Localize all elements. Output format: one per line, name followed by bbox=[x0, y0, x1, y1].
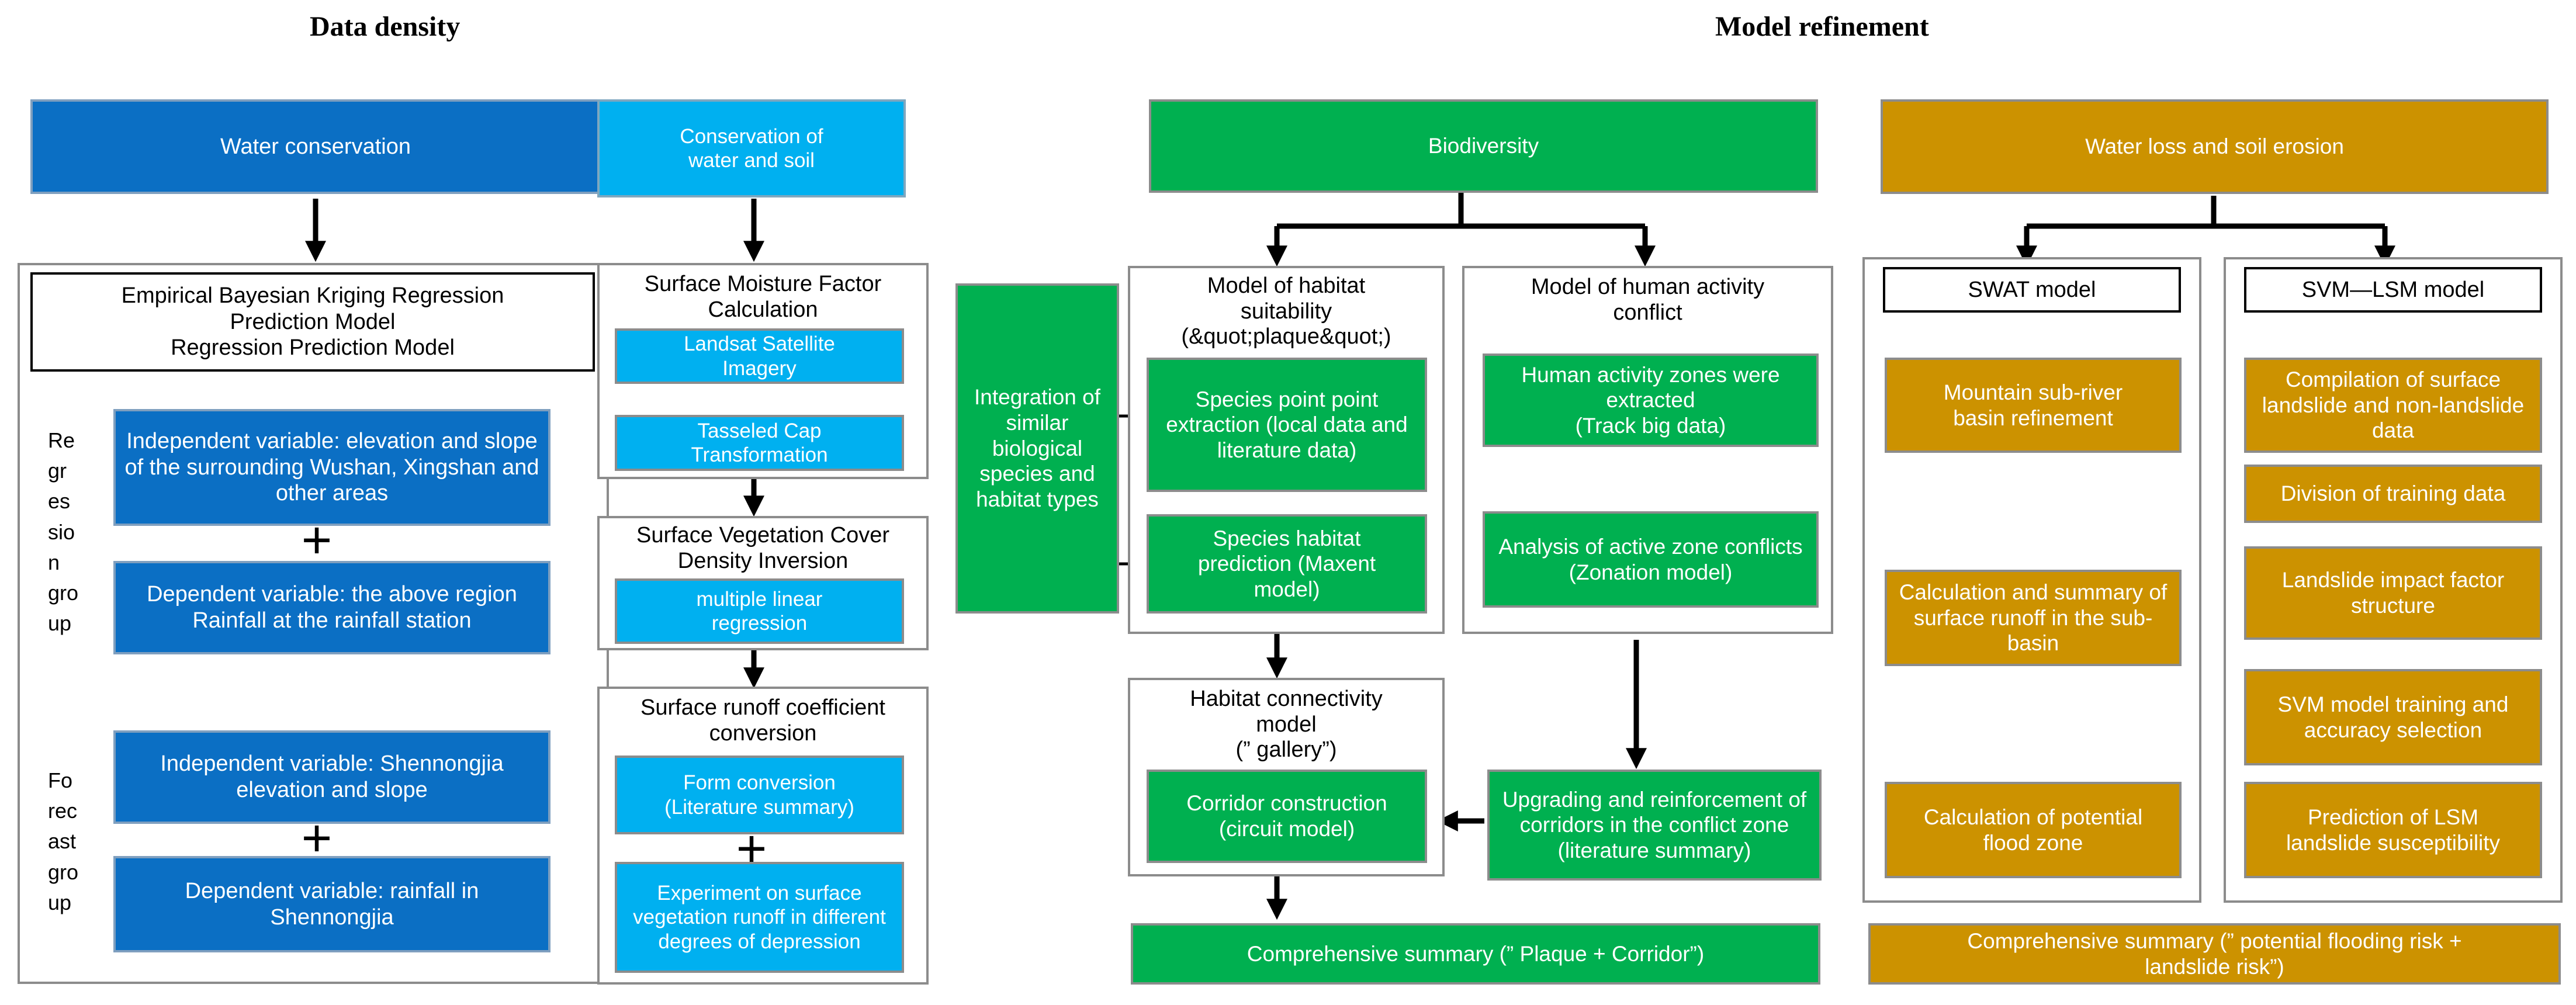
vegetation-cover-title: Surface Vegetation Cover Density Inversi… bbox=[636, 523, 890, 573]
human-activity-title: Model of human activity conflict bbox=[1531, 275, 1765, 325]
erosion-header: Water loss and soil erosion bbox=[1881, 99, 2549, 194]
regression-independent-variable: Independent variable: elevation and slop… bbox=[113, 409, 550, 526]
svm-model-training: SVM model training and accuracy selectio… bbox=[2244, 669, 2542, 765]
runoff-experiment: Experiment on surface vegetation runoff … bbox=[615, 862, 904, 973]
potential-flood-zone: Calculation of potential flood zone bbox=[1885, 782, 2182, 878]
forecast-dependent-variable: Dependent variable: rainfall in Shennong… bbox=[113, 856, 550, 952]
plus-sign: + bbox=[301, 511, 333, 570]
form-conversion: Form conversion (Literature summary) bbox=[615, 756, 904, 834]
kriging-model-title: Empirical Bayesian Kriging Regression Pr… bbox=[30, 272, 595, 372]
regression-dependent-variable: Dependent variable: the above region Rai… bbox=[113, 561, 550, 654]
landslide-impact-factor: Landslide impact factor structure bbox=[2244, 546, 2542, 640]
section-title-model-refinement: Model refinement bbox=[1715, 11, 1929, 42]
forecast-group-label: Fo rec ast gro up bbox=[48, 768, 79, 914]
species-habitat-prediction: Species habitat prediction (Maxent model… bbox=[1147, 514, 1427, 614]
soil-conservation-header: Conservation of water and soil bbox=[597, 99, 906, 197]
active-zone-conflicts: Analysis of active zone conflicts (Zonat… bbox=[1483, 511, 1819, 608]
regression-group-label: Re gr es sio n gro up bbox=[48, 428, 79, 636]
corridor-construction: Corridor construction (circuit model) bbox=[1147, 770, 1427, 863]
habitat-suitability-title: Model of habitat suitability (&quot;plaq… bbox=[1181, 273, 1391, 349]
corridor-upgrading: Upgrading and reinforcement of corridors… bbox=[1487, 770, 1822, 881]
svm-lsm-model-title: SVM—LSM model bbox=[2244, 267, 2542, 313]
tasseled-cap-transformation: Tasseled Cap Transformation bbox=[615, 415, 904, 471]
section-title-data-density: Data density bbox=[310, 11, 461, 42]
human-activity-zones: Human activity zones were extracted (Tra… bbox=[1483, 354, 1819, 447]
species-integration: Integration of similar biological specie… bbox=[955, 283, 1119, 614]
forecast-independent-variable: Independent variable: Shennongjia elevat… bbox=[113, 730, 550, 824]
biodiversity-header: Biodiversity bbox=[1149, 99, 1818, 193]
biodiversity-summary: Comprehensive summary (” Plaque + Corrid… bbox=[1131, 923, 1820, 985]
swat-model-title: SWAT model bbox=[1883, 267, 2181, 313]
surface-moisture-title: Surface Moisture Factor Calculation bbox=[644, 272, 882, 322]
species-point-extraction: Species point point extraction (local da… bbox=[1147, 358, 1427, 492]
lsm-prediction: Prediction of LSM landslide susceptibili… bbox=[2244, 782, 2542, 878]
multiple-linear-regression: multiple linear regression bbox=[615, 578, 904, 644]
surface-runoff-calculation: Calculation and summary of surface runof… bbox=[1885, 570, 2182, 666]
landsat-imagery: Landsat Satellite Imagery bbox=[615, 328, 904, 384]
habitat-connectivity-title: Habitat connectivity model (” gallery”) bbox=[1190, 687, 1383, 763]
water-conservation-header: Water conservation bbox=[30, 99, 601, 194]
erosion-summary: Comprehensive summary (” potential flood… bbox=[1868, 923, 2561, 985]
landslide-data-compilation: Compilation of surface landslide and non… bbox=[2244, 358, 2542, 453]
training-data-division: Division of training data bbox=[2244, 465, 2542, 523]
runoff-coefficient-title: Surface runoff coefficient conversion bbox=[640, 695, 885, 746]
mountain-sub-river-basin: Mountain sub-river basin refinement bbox=[1885, 358, 2182, 453]
